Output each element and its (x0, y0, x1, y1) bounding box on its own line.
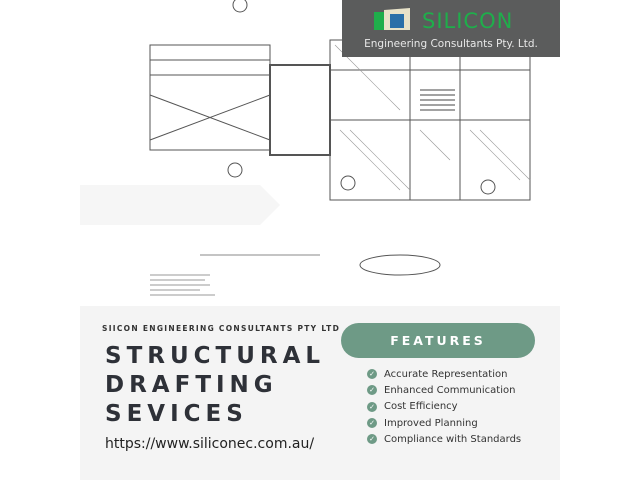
features-button: FEATURES (341, 323, 535, 358)
company-logo: SILICON Engineering Consultants Pty. Ltd… (342, 0, 560, 57)
check-circle-icon: ✓ (367, 369, 377, 380)
company-name: SIICON ENGINEERING CONSULTANTS PTY LTD (102, 324, 341, 333)
list-item: ✓ Improved Planning (367, 415, 521, 431)
check-circle-icon: ✓ (367, 418, 377, 429)
check-circle-icon: ✓ (367, 385, 377, 396)
feature-label: Improved Planning (384, 417, 478, 429)
list-item: ✓ Enhanced Communication (367, 382, 521, 398)
title-line: SEVICES (105, 401, 248, 427)
logo-wordmark: SILICON (422, 9, 514, 33)
feature-label: Cost Efficiency (384, 401, 458, 413)
list-item: ✓ Compliance with Standards (367, 431, 521, 447)
list-item: ✓ Accurate Representation (367, 366, 521, 382)
title-line: STRUCTURAL (105, 343, 326, 369)
page-title: STRUCTURAL DRAFTING SEVICES (105, 342, 325, 429)
check-circle-icon: ✓ (367, 401, 377, 412)
logo-mark-icon (374, 8, 410, 30)
title-line: DRAFTING (105, 372, 278, 398)
logo-subtitle: Engineering Consultants Pty. Ltd. (364, 38, 538, 50)
feature-label: Compliance with Standards (384, 433, 522, 445)
website-link[interactable]: https://www.siliconec.com.au/ (105, 436, 315, 452)
check-circle-icon: ✓ (367, 434, 377, 445)
features-list: ✓ Accurate Representation ✓ Enhanced Commu… (367, 366, 521, 447)
feature-label: Accurate Representation (384, 368, 508, 380)
feature-label: Enhanced Communication (384, 384, 516, 396)
list-item: ✓ Cost Efficiency (367, 399, 521, 415)
